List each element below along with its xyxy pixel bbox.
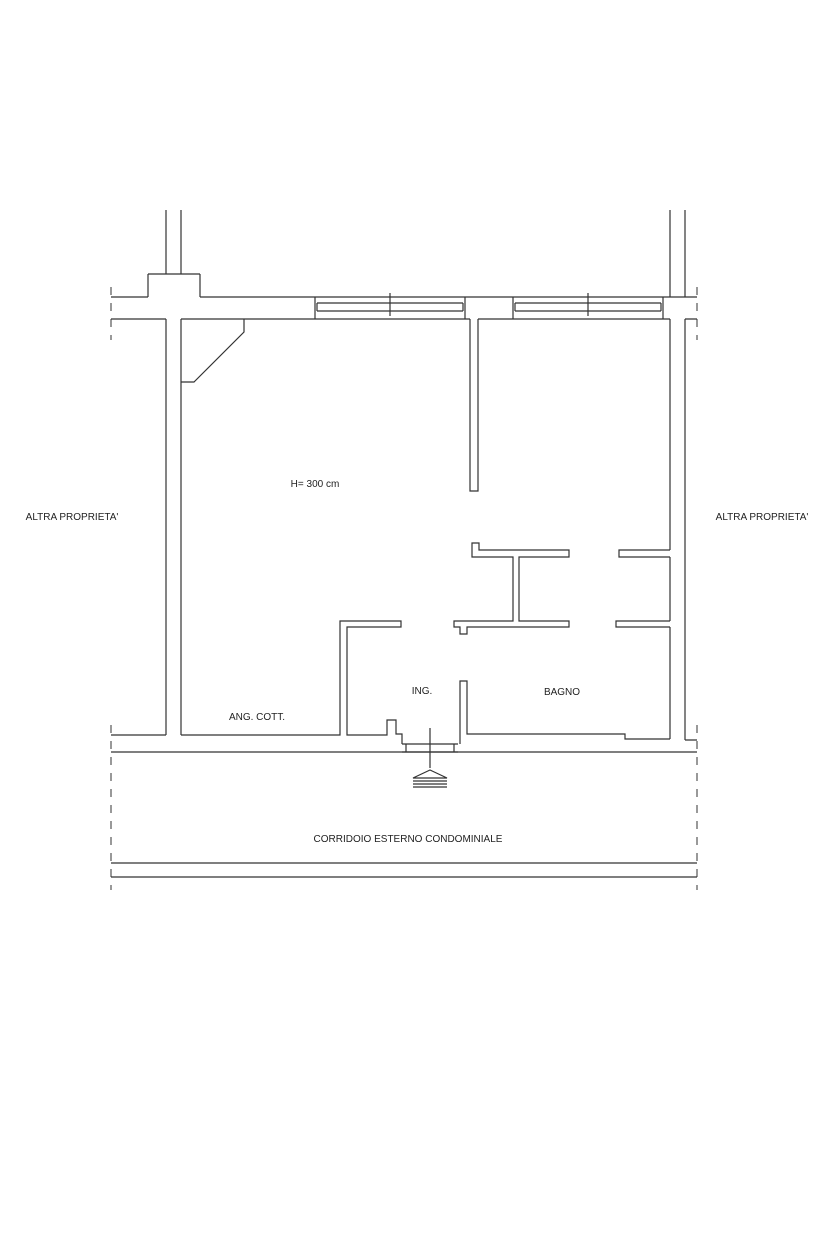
neighbor-right-label: ALTRA PROPRIETA': [716, 512, 809, 523]
room-label-kitchen: ANG. COTT.: [229, 712, 285, 723]
height-note: H= 300 cm: [291, 479, 340, 490]
room-label-bathroom: BAGNO: [544, 687, 580, 698]
corridor: [110, 287, 698, 890]
exterior-walls: [111, 210, 697, 741]
room-label-entrance: ING.: [412, 686, 433, 697]
room-label-corridor: CORRIDOIO ESTERNO CONDOMINIALE: [314, 834, 503, 845]
windows: [314, 293, 664, 319]
neighbor-left-label: ALTRA PROPRIETA': [26, 512, 119, 523]
interior-walls: [181, 319, 670, 744]
entrance-door[interactable]: [402, 728, 458, 768]
entrance-arrow-icon: [412, 769, 448, 788]
